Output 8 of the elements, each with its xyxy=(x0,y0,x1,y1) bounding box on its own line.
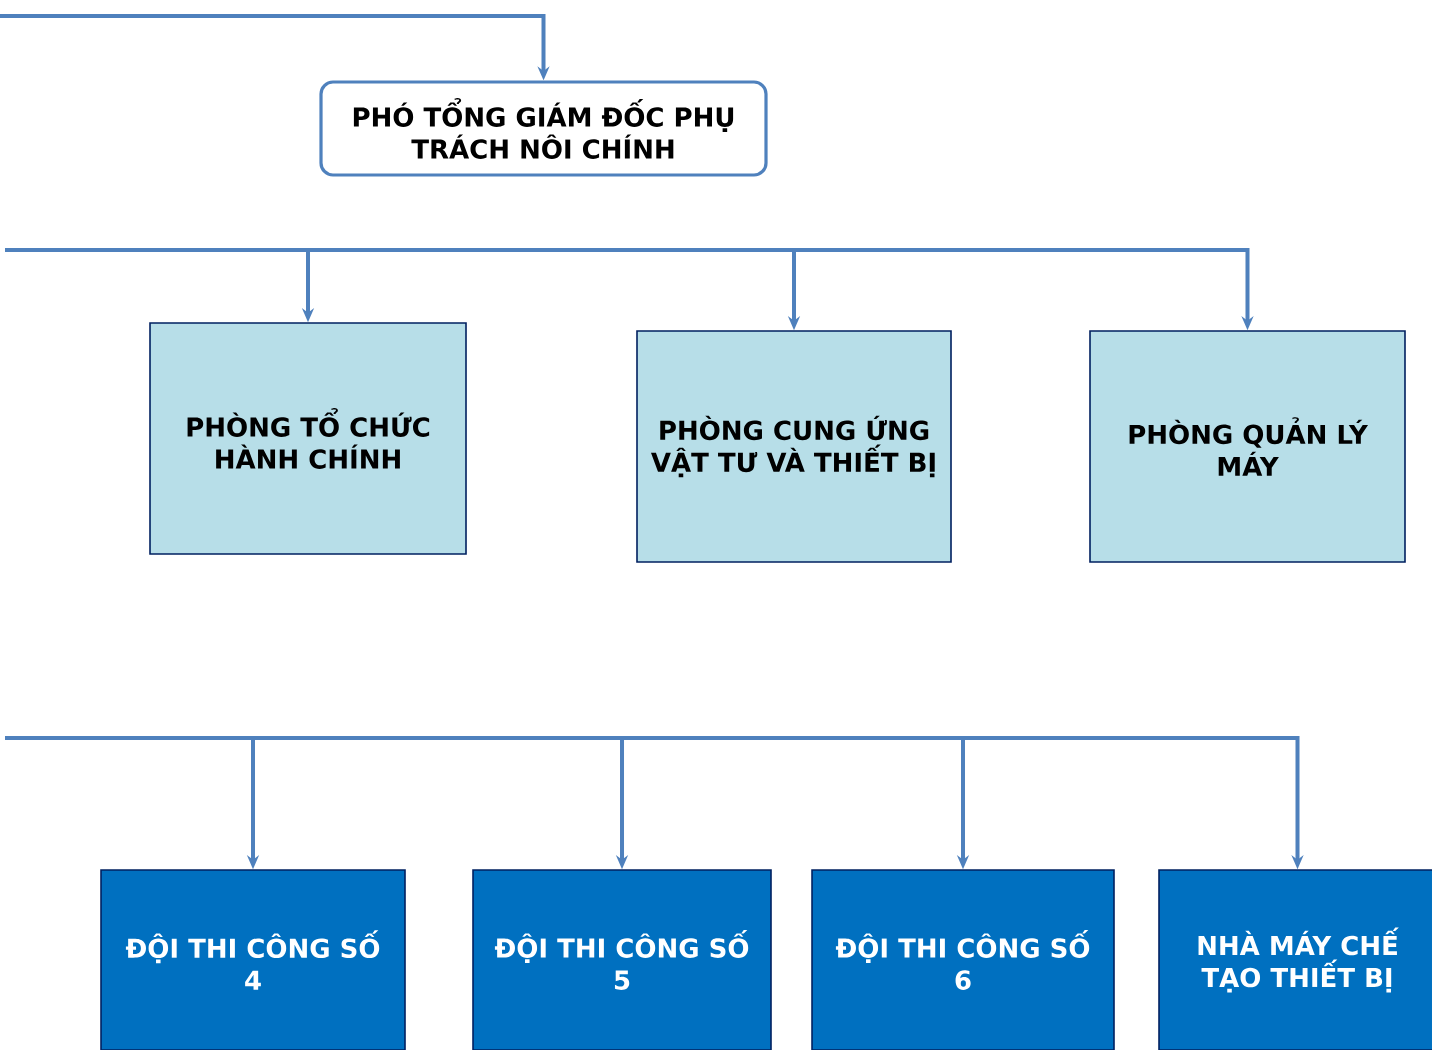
unit-box: ĐỘI THI CÔNG SỐ 5 xyxy=(472,869,772,1050)
unit-box: ĐỘI THI CÔNG SỐ 4 xyxy=(100,869,406,1050)
unit-box: ĐỘI THI CÔNG SỐ 6 xyxy=(811,869,1115,1050)
department-box: PHÒNG QUẢN LÝ MÁY xyxy=(1089,330,1406,563)
department-box: PHÒNG CUNG ỨNG VẬT TƯ VÀ THIẾT BỊ xyxy=(636,330,952,563)
department-box: PHÒNG TỔ CHỨC HÀNH CHÍNH xyxy=(149,322,467,555)
unit-box: NHÀ MÁY CHẾ TẠO THIẾT BỊ xyxy=(1158,869,1432,1050)
position-box: PHÓ TỔNG GIÁM ĐỐC PHỤ TRÁCH NÔI CHÍNH xyxy=(319,80,768,177)
